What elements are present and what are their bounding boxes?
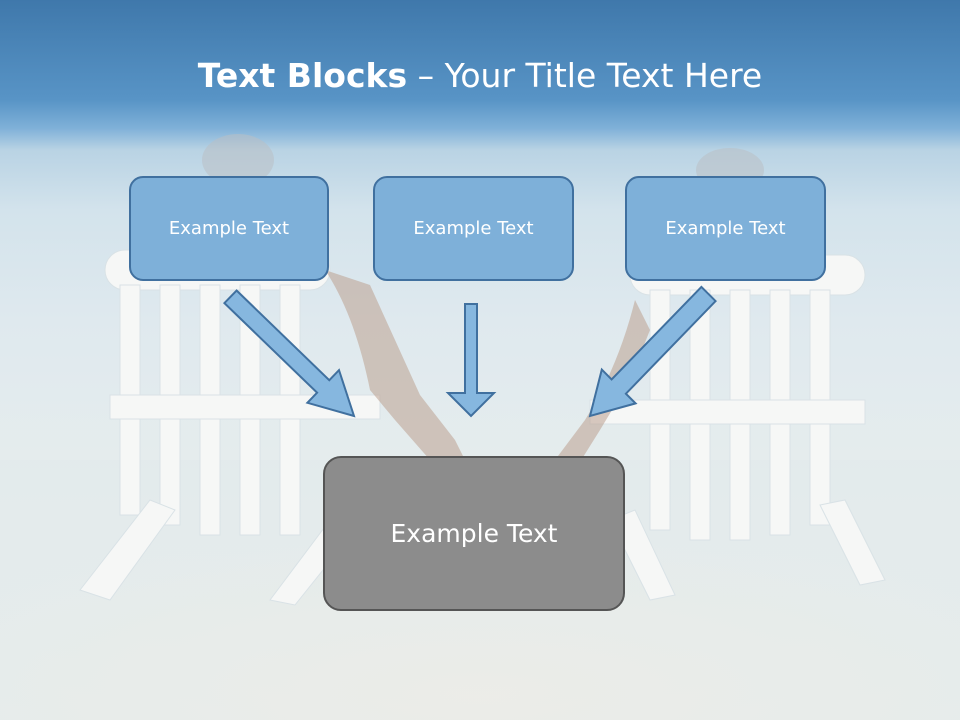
title-bold-part: Text Blocks [197, 56, 408, 95]
bottom-box[interactable]: Example Text [323, 456, 625, 611]
top-box-center[interactable]: Example Text [373, 176, 574, 281]
top-box-right[interactable]: Example Text [625, 176, 826, 281]
slide-title: Text Blocks – Your Title Text Here [0, 52, 960, 100]
people-silhouettes [202, 134, 764, 480]
title-dash: – [417, 56, 435, 95]
bottom-box-label: Example Text [390, 519, 558, 548]
title-rest: Your Title Text Here [444, 56, 763, 95]
top-box-right-label: Example Text [665, 218, 786, 239]
arrow-left-diagonal [222, 289, 356, 418]
arrow-right-diagonal [588, 285, 718, 418]
top-box-center-label: Example Text [413, 218, 534, 239]
top-box-left-label: Example Text [168, 218, 290, 239]
arrow-center-vertical [445, 303, 497, 418]
top-box-left[interactable]: Example Text [129, 176, 329, 281]
